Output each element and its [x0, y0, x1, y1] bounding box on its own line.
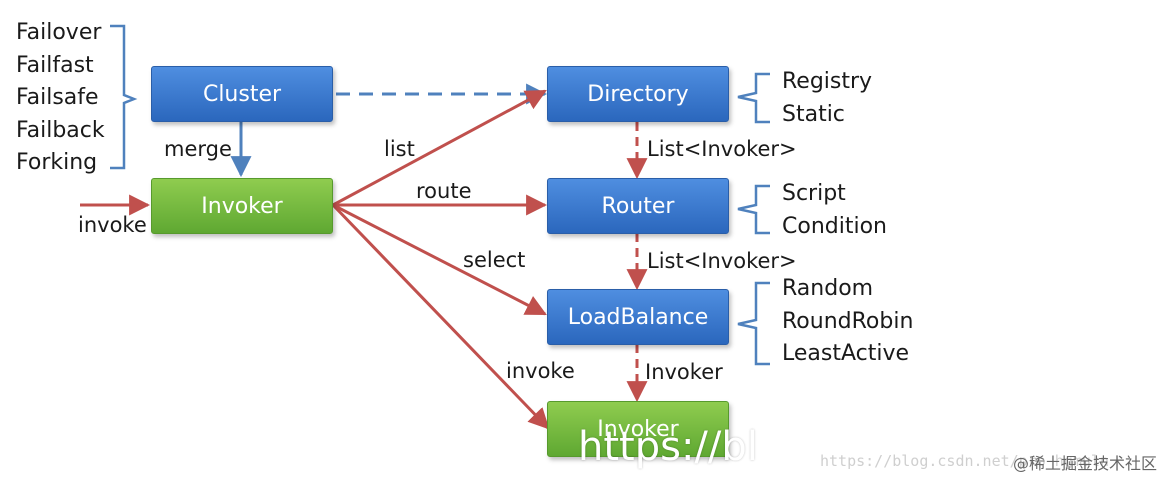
- loadbalance-type: LeastActive: [782, 341, 910, 366]
- label-invoke-out: invoke: [506, 359, 575, 383]
- label-list: list: [384, 137, 415, 161]
- router-type: Condition: [782, 213, 887, 239]
- router-node: Router: [547, 178, 729, 234]
- bracket-loadbalance-types: [737, 281, 770, 366]
- invoker-main-node: Invoker: [151, 178, 333, 234]
- cluster-type: Failfast: [16, 52, 94, 78]
- router-type: Script: [782, 181, 846, 206]
- loadbalance-type: Random: [782, 276, 874, 301]
- bracket-router-types: [737, 184, 770, 235]
- watermark-credit: @稀土掘金技术社区: [1012, 454, 1157, 473]
- edge-invoker-invoker: [331, 203, 550, 430]
- cluster-type: Failover: [16, 20, 102, 45]
- label-lb-to-invoker: Invoker: [645, 360, 723, 384]
- label-router-to-lb: List<Invoker>: [647, 249, 797, 273]
- directory-type: Registry: [782, 69, 873, 94]
- bracket-cluster-types: [110, 24, 138, 170]
- cluster-type: Failback: [16, 117, 105, 143]
- cluster-type: Forking: [16, 150, 98, 175]
- watermark-url-small: https://blog.csdn.net/pro_hgmuln: [820, 452, 1109, 470]
- loadbalance-node: LoadBalance: [547, 289, 729, 345]
- directory-types-list: Registry Static: [782, 66, 872, 131]
- bracket-directory-types: [737, 72, 770, 124]
- label-dir-to-router: List<Invoker>: [647, 137, 797, 161]
- cluster-type: Failsafe: [16, 85, 99, 110]
- invoker-target-node: Invoker: [547, 401, 729, 457]
- directory-type: Static: [782, 101, 845, 127]
- edge-invoker-directory: [332, 89, 547, 207]
- loadbalance-type: RoundRobin: [782, 308, 914, 334]
- edge-invoker-loadbalance: [332, 203, 547, 316]
- directory-node: Directory: [547, 66, 729, 122]
- label-select: select: [463, 248, 526, 272]
- cluster-node: Cluster: [151, 66, 333, 122]
- label-invoke-in: invoke: [78, 213, 147, 237]
- watermark-url-large: https://bl: [578, 424, 758, 470]
- label-merge: merge: [164, 137, 232, 161]
- router-types-list: Script Condition: [782, 178, 887, 243]
- label-route: route: [416, 179, 472, 203]
- loadbalance-types-list: Random RoundRobin LeastActive: [782, 273, 913, 371]
- cluster-types-list: Failover Failfast Failsafe Failback Fork…: [16, 17, 105, 180]
